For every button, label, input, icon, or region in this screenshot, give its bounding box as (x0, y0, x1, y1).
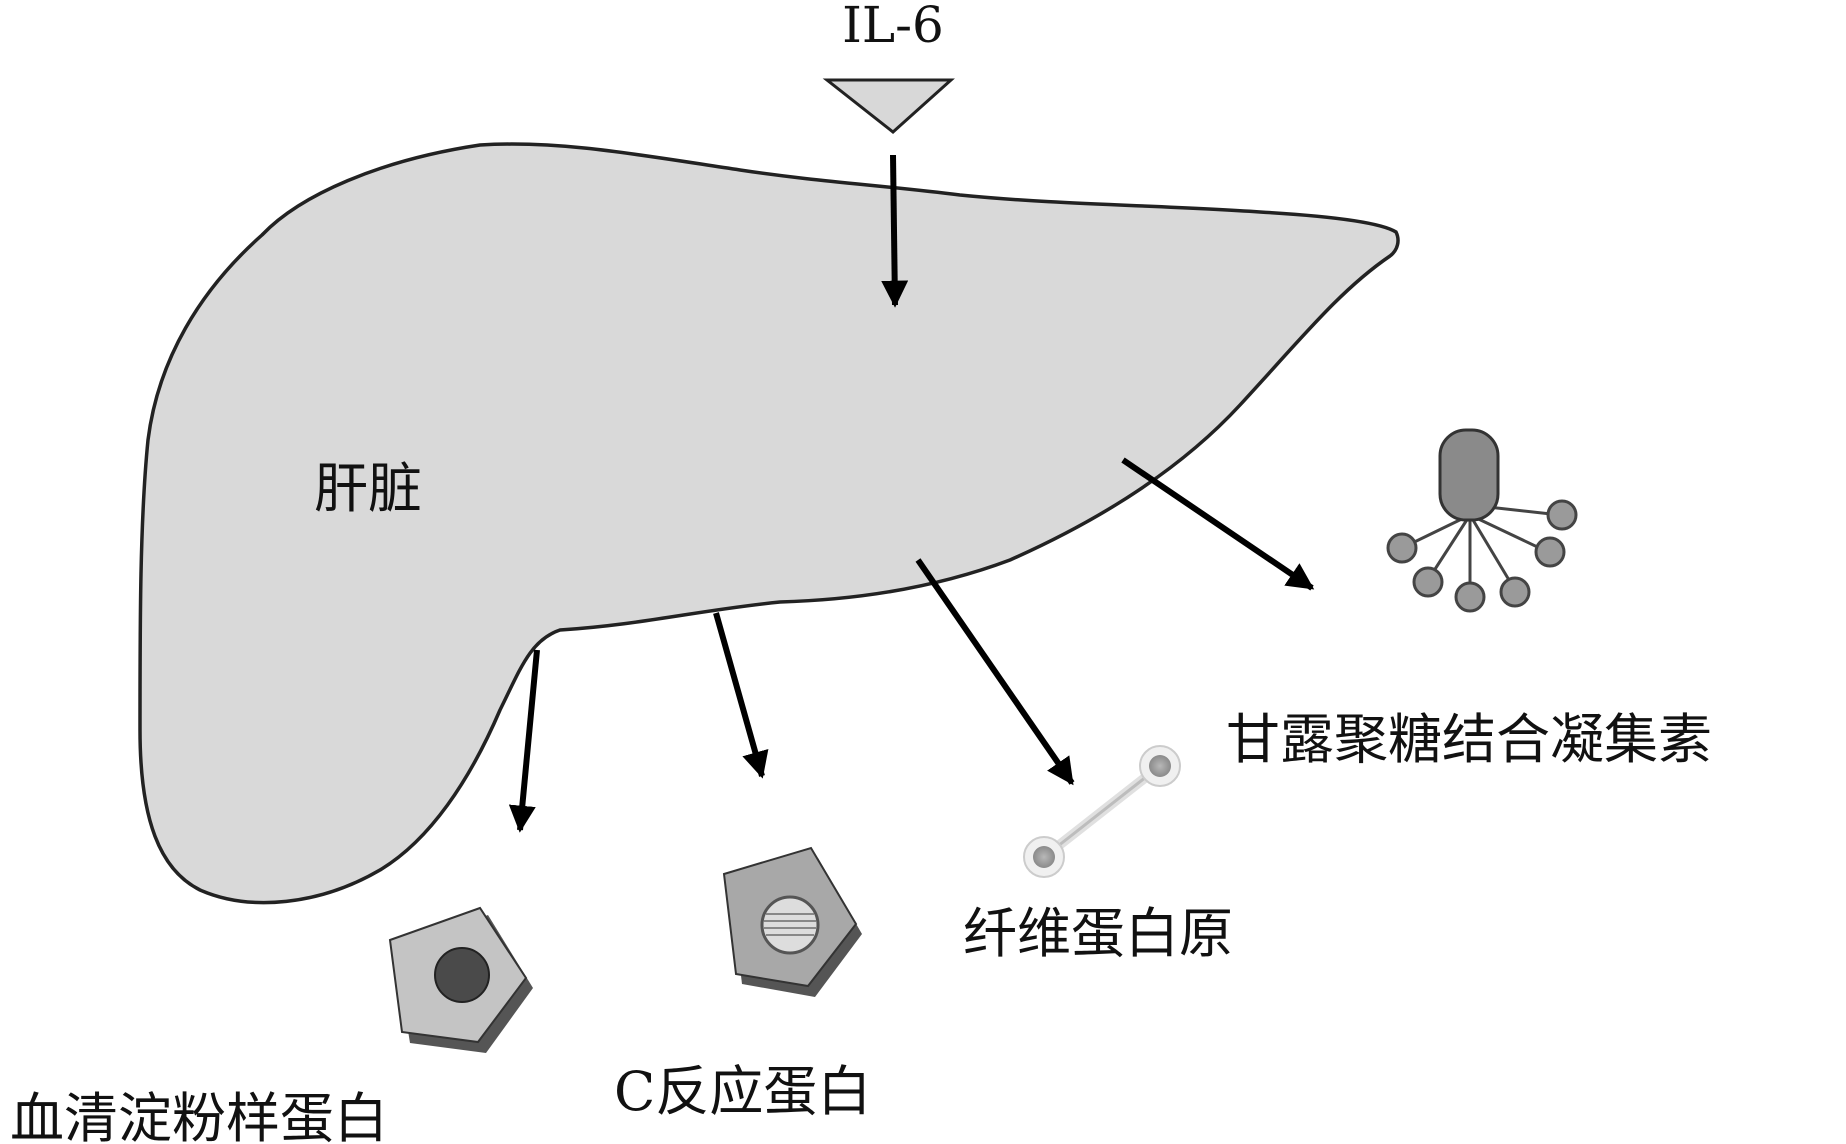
il6-label: IL-6 (842, 0, 944, 54)
saa-label: 血清淀粉样蛋白 (10, 1087, 388, 1144)
c-reactive-protein-icon (722, 846, 862, 997)
mannose-binding-lectin-icon (1386, 428, 1578, 613)
mbl-label: 甘露聚糖结合凝集素 (1226, 708, 1712, 771)
crp-arrow (713, 612, 769, 779)
fibrinogen-arrow (915, 558, 1075, 786)
liver-label: 肝脏 (314, 457, 422, 520)
mbl-arrow (1121, 457, 1315, 591)
il6-triangle-icon (822, 78, 955, 134)
serum-amyloid-protein-icon (388, 906, 533, 1053)
fibrinogen-icon (1023, 745, 1181, 878)
il6-to-liver-arrow (881, 154, 909, 308)
fibrinogen-label: 纤维蛋白原 (963, 902, 1233, 965)
liver-shape (138, 142, 1400, 905)
crp-label: C反应蛋白 (614, 1060, 871, 1123)
saa-arrow (508, 649, 540, 833)
